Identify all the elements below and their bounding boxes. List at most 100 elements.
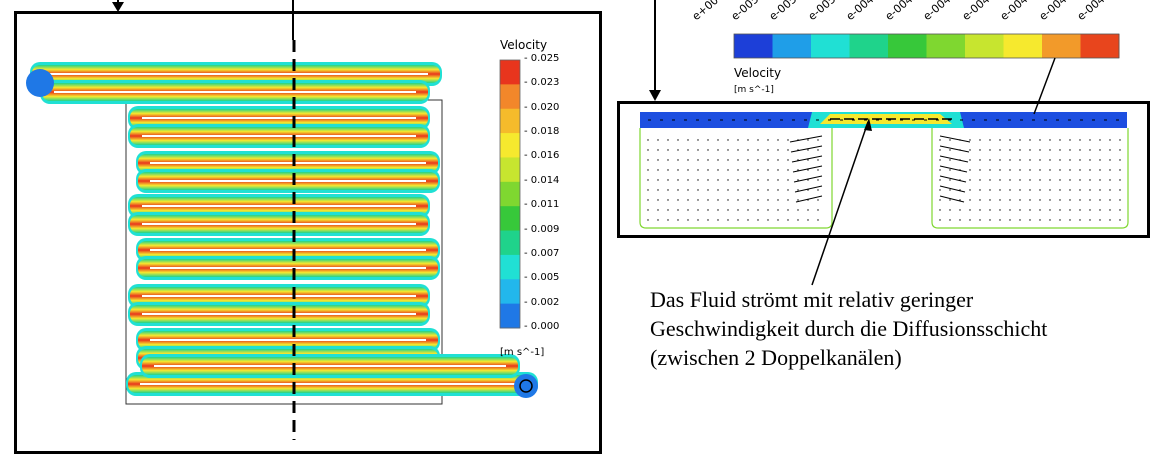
- right-legend-segment: [888, 34, 927, 58]
- vector-dot: [999, 149, 1001, 151]
- vector-dot: [647, 139, 649, 141]
- vector-dot: [767, 139, 769, 141]
- vector-dot: [949, 159, 951, 161]
- vector-dot: [707, 149, 709, 151]
- vector-dot: [727, 179, 729, 181]
- right-legend-segment: [811, 34, 850, 58]
- vector-dot: [949, 149, 951, 151]
- vector-dot: [989, 189, 991, 191]
- vector-dot: [949, 189, 951, 191]
- vector-dot: [817, 159, 819, 161]
- vector-arrow: [790, 145, 823, 153]
- vector-dot: [1029, 219, 1031, 221]
- vector-dot: [1029, 189, 1031, 191]
- vector-dot: [999, 189, 1001, 191]
- vector-dot: [667, 159, 669, 161]
- vector-dot: [1069, 189, 1071, 191]
- vector-dot: [757, 169, 759, 171]
- cross-section-plot: [639, 112, 1129, 229]
- vector-dot: [667, 169, 669, 171]
- vector-dot: [697, 149, 699, 151]
- vector-dot: [1039, 189, 1041, 191]
- vector-arrow: [939, 185, 966, 193]
- vector-dot: [657, 169, 659, 171]
- vector-dot: [979, 159, 981, 161]
- vector-dot: [747, 219, 749, 221]
- vector-dot: [1059, 219, 1061, 221]
- right-legend-segment: [965, 34, 1004, 58]
- vector-dot: [1049, 219, 1051, 221]
- vector-dot: [1039, 199, 1041, 201]
- vector-dot: [737, 149, 739, 151]
- vector-dot: [767, 219, 769, 221]
- vector-dot: [787, 219, 789, 221]
- right-legend-colorbar: [733, 33, 1120, 59]
- vector-arrow: [939, 165, 968, 173]
- vector-dot: [989, 159, 991, 161]
- vector-dot: [697, 169, 699, 171]
- vector-dot: [1049, 199, 1051, 201]
- vector-dot: [707, 169, 709, 171]
- vector-dot: [667, 189, 669, 191]
- vector-dot: [697, 199, 699, 201]
- vector-dot: [1029, 209, 1031, 211]
- vector-dot: [1049, 159, 1051, 161]
- vector-dot: [767, 169, 769, 171]
- right-legend-segment: [1042, 34, 1081, 58]
- vector-dot: [1079, 149, 1081, 151]
- vector-dot: [1099, 209, 1101, 211]
- vector-dot: [717, 219, 719, 221]
- vector-dot: [677, 179, 679, 181]
- vector-dot: [1099, 219, 1101, 221]
- vector-dot: [1099, 169, 1101, 171]
- vector-dot: [1099, 179, 1101, 181]
- left-legend-segment: [500, 108, 520, 134]
- vector-dot: [979, 179, 981, 181]
- vector-dot: [999, 169, 1001, 171]
- vector-dot: [1049, 139, 1051, 141]
- vector-dot: [979, 209, 981, 211]
- vector-dot: [787, 149, 789, 151]
- vector-dot: [1119, 149, 1121, 151]
- vector-dot: [989, 139, 991, 141]
- vector-dot: [1019, 169, 1021, 171]
- vector-dot: [1019, 179, 1021, 181]
- vector-dot: [707, 209, 709, 211]
- vector-dot: [757, 139, 759, 141]
- vector-dot: [1099, 139, 1101, 141]
- vector-dot: [969, 149, 971, 151]
- vector-dot: [949, 219, 951, 221]
- right-legend-unit: [m s^-1]: [734, 85, 774, 95]
- vector-arrow: [793, 175, 823, 183]
- vector-dot: [677, 189, 679, 191]
- vector-dot: [707, 189, 709, 191]
- caption-leader-line: [811, 121, 869, 286]
- vector-dot: [707, 179, 709, 181]
- vector-dot: [1119, 159, 1121, 161]
- vector-dot: [939, 199, 941, 201]
- vector-dot: [1089, 169, 1091, 171]
- top-left-arrow-head: [112, 2, 124, 12]
- vector-dot: [1079, 179, 1081, 181]
- vector-arrow: [791, 155, 823, 163]
- vector-dot: [687, 179, 689, 181]
- vector-dot: [1029, 169, 1031, 171]
- right-legend-segment: [734, 34, 773, 58]
- vector-dot: [677, 169, 679, 171]
- vector-dot: [797, 199, 799, 201]
- vector-dot: [1009, 189, 1011, 191]
- right-legend-border: [733, 33, 1120, 59]
- vector-dot: [1029, 199, 1031, 201]
- vector-dot: [687, 209, 689, 211]
- vector-dot: [979, 199, 981, 201]
- vector-dot: [989, 149, 991, 151]
- vector-dot: [657, 189, 659, 191]
- vector-dot: [1109, 189, 1111, 191]
- vector-dot: [949, 199, 951, 201]
- vector-dot: [1019, 139, 1021, 141]
- vector-dot: [1009, 209, 1011, 211]
- vector-dot: [717, 209, 719, 211]
- caption-line-1: Das Fluid strömt mit relativ geringer: [650, 287, 974, 312]
- left-legend-border: [499, 59, 521, 329]
- left-legend-tick-label: - 0.023: [524, 77, 560, 89]
